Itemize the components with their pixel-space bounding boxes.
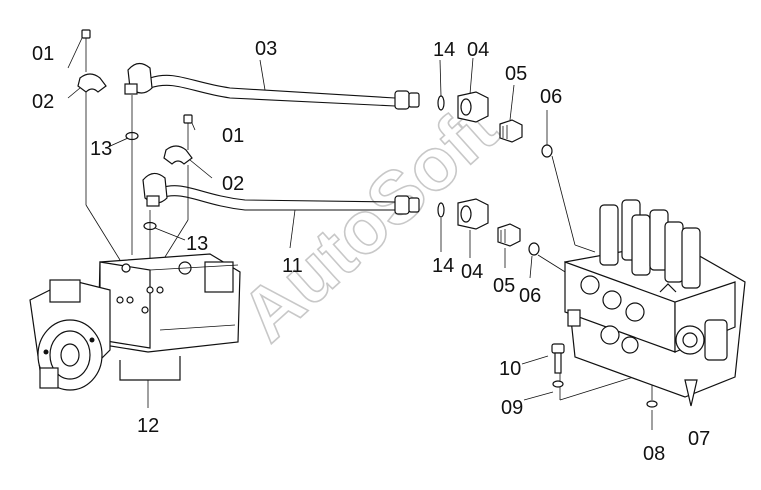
callout-13-lower: 13 [186, 233, 208, 255]
callout-11: 11 [282, 255, 303, 277]
oring-14-lower [437, 202, 445, 218]
callout-14-upper: 14 [433, 39, 455, 61]
bolt-01-lower [183, 114, 193, 150]
adapter-05-lower [497, 223, 521, 247]
bolt-01-upper [81, 29, 91, 72]
callout-06-upper: 06 [540, 86, 562, 108]
callout-12: 12 [137, 415, 159, 437]
callout-13-upper: 13 [90, 138, 112, 160]
pump-assembly [29, 253, 241, 391]
adapter-05-upper [499, 119, 523, 143]
callout-14-lower: 14 [432, 255, 454, 277]
callout-06-lower: 06 [519, 285, 541, 307]
callout-02-lower: 02 [222, 173, 244, 195]
callout-07: 07 [688, 428, 710, 450]
clamp-02-upper [77, 73, 107, 93]
callout-02-upper: 02 [32, 91, 54, 113]
callout-04-lower: 04 [461, 261, 483, 283]
control-valve [564, 199, 746, 407]
oring-06-lower [528, 242, 540, 256]
fitting-04-lower [457, 198, 489, 230]
callout-01-lower: 01 [222, 125, 244, 147]
hose-11 [142, 172, 420, 215]
fitting-04-upper [457, 91, 489, 123]
valve-spool-caps [599, 199, 701, 289]
bolt-10 [551, 343, 565, 374]
washer-08 [646, 400, 658, 408]
callout-05-lower: 05 [493, 275, 515, 297]
callout-10: 10 [499, 358, 521, 380]
callout-03: 03 [255, 38, 277, 60]
washer-09 [552, 380, 564, 388]
callout-labels: 01 02 03 13 01 02 13 14 04 05 06 11 14 0… [32, 38, 710, 465]
hose-03 [124, 62, 420, 110]
callout-08: 08 [643, 443, 665, 465]
callout-09: 09 [501, 397, 523, 419]
callout-04-upper: 04 [467, 39, 489, 61]
callout-05-upper: 05 [505, 63, 527, 85]
clamp-02-lower [163, 145, 193, 165]
callout-01-upper: 01 [32, 43, 54, 65]
oring-06-upper [541, 144, 553, 158]
oring-14-upper [437, 95, 445, 111]
